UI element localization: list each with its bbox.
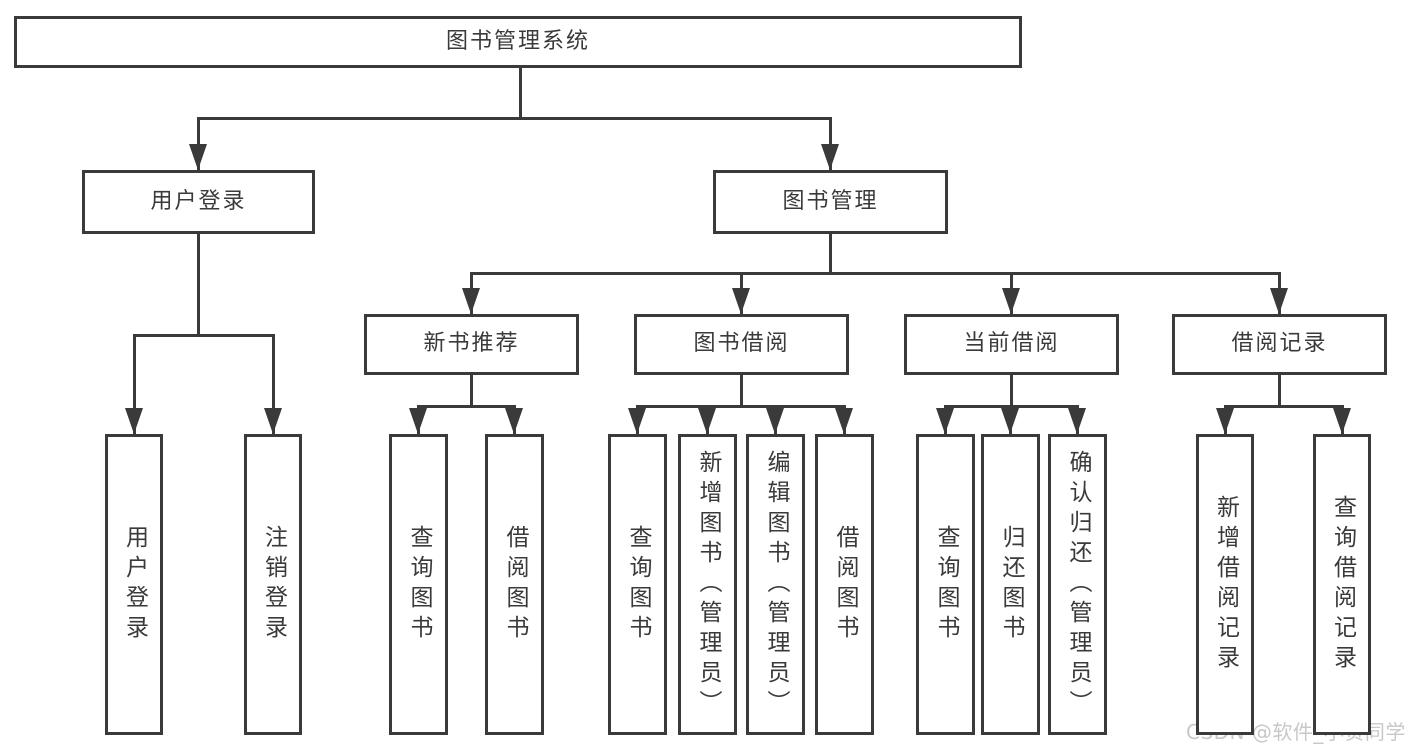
arrowhead-down-icon: [1333, 408, 1351, 434]
node-book-mgmt: 图书管理: [713, 170, 948, 234]
connector-drop-user-login-split: [132, 335, 136, 434]
arrowhead-down-icon: [505, 408, 523, 434]
arrowhead-down-icon: [766, 408, 784, 434]
node-label-query-book-c: 查询图书: [933, 524, 959, 645]
node-new-book-rec: 新书推荐: [364, 314, 579, 375]
node-label-borrow-book-b: 借阅图书: [832, 524, 858, 645]
node-label-current-borrow: 当前借阅: [963, 331, 1060, 357]
node-label-new-book-rec: 新书推荐: [423, 331, 520, 357]
arrowhead-down-icon: [1068, 408, 1086, 434]
arrowhead-down-icon: [835, 408, 853, 434]
node-query-book-c: 查询图书: [916, 434, 975, 735]
arrowhead-down-icon: [189, 144, 207, 170]
node-label-root: 图书管理系统: [445, 28, 590, 54]
connector-branch-user-login-split: [132, 333, 275, 337]
node-label-return-book: 归还图书: [998, 524, 1024, 645]
node-confirm-return: 确认归还（管理员）: [1048, 434, 1107, 735]
node-label-query-book-a: 查询图书: [406, 524, 432, 645]
node-label-logout: 注销登录: [260, 524, 287, 645]
connector-branch-borrow-record-split: [1223, 404, 1344, 408]
node-borrow-book-a: 借阅图书: [485, 434, 544, 735]
node-label-add-book: 新增图书（管理员）: [695, 449, 721, 720]
arrowhead-down-icon: [732, 288, 750, 314]
node-label-query-borrow-record: 查询借阅记录: [1329, 494, 1356, 675]
connector-trunk-new-book-rec-split: [469, 375, 473, 406]
node-label-confirm-return: 确认归还（管理员）: [1065, 449, 1091, 720]
arrowhead-down-icon: [1002, 288, 1020, 314]
node-label-edit-book: 编辑图书（管理员）: [763, 449, 789, 720]
connector-trunk-borrow-record-split: [1277, 375, 1281, 406]
arrowhead-down-icon: [698, 408, 716, 434]
node-book-borrow: 图书借阅: [634, 314, 849, 375]
connector-trunk-current-borrow-split: [1009, 375, 1013, 406]
arrowhead-down-icon: [628, 408, 646, 434]
arrowhead-down-icon: [821, 144, 839, 170]
node-borrow-record: 借阅记录: [1172, 314, 1387, 375]
connector-branch-book-mgmt-split: [469, 271, 1281, 275]
node-login: 用户登录: [105, 434, 163, 735]
node-label-login: 用户登录: [121, 524, 148, 645]
arrowhead-down-icon: [409, 408, 427, 434]
arrowhead-down-icon: [462, 288, 480, 314]
node-return-book: 归还图书: [981, 434, 1040, 735]
arrowhead-down-icon: [264, 408, 282, 434]
node-label-borrow-book-a: 借阅图书: [502, 524, 528, 645]
node-current-borrow: 当前借阅: [904, 314, 1119, 375]
node-label-book-mgmt: 图书管理: [782, 188, 879, 214]
node-add-book: 新增图书（管理员）: [678, 434, 737, 735]
node-label-book-borrow: 图书借阅: [693, 331, 790, 357]
node-query-borrow-record: 查询借阅记录: [1313, 434, 1371, 735]
node-add-borrow-record: 新增借阅记录: [1196, 434, 1254, 735]
arrowhead-down-icon: [1001, 408, 1019, 434]
connector-trunk-user-login-split: [196, 234, 200, 335]
connector-branch-new-book-rec-split: [416, 404, 516, 408]
node-label-user-login: 用户登录: [150, 188, 247, 214]
node-root: 图书管理系统: [14, 16, 1022, 68]
arrowhead-down-icon: [936, 408, 954, 434]
node-user-login: 用户登录: [82, 170, 315, 234]
node-label-borrow-record: 借阅记录: [1231, 331, 1328, 357]
node-edit-book: 编辑图书（管理员）: [746, 434, 805, 735]
arrowhead-down-icon: [1216, 408, 1234, 434]
connector-branch-root-split: [196, 116, 832, 120]
node-borrow-book-b: 借阅图书: [815, 434, 874, 735]
connector-trunk-root-split: [518, 68, 522, 118]
connector-trunk-book-mgmt-split: [828, 234, 832, 273]
node-query-book-b: 查询图书: [608, 434, 667, 735]
arrowhead-down-icon: [1270, 288, 1288, 314]
node-label-add-borrow-record: 新增借阅记录: [1212, 494, 1239, 675]
node-label-query-book-b: 查询图书: [625, 524, 651, 645]
arrowhead-down-icon: [125, 408, 143, 434]
node-logout: 注销登录: [244, 434, 302, 735]
node-query-book-a: 查询图书: [389, 434, 448, 735]
connector-branch-book-borrow-split: [635, 404, 846, 408]
connector-trunk-book-borrow-split: [739, 375, 743, 406]
connector-drop-user-login-split: [271, 335, 275, 434]
